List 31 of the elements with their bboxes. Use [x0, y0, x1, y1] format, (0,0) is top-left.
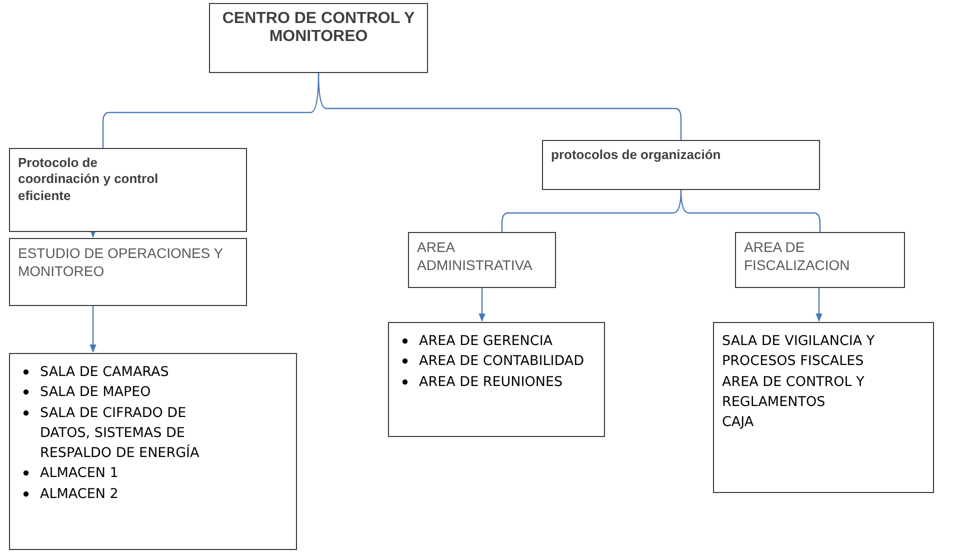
node-label: ESTUDIO DE OPERACIONES Y MONITOREO: [18, 245, 224, 280]
node-label: SALA DE VIGILANCIA Y PROCESOS FISCALES: [722, 332, 876, 372]
arrow: [90, 306, 96, 353]
node-label: AREA DE CONTROL Y REGLAMENTOS: [722, 372, 866, 412]
process-box: [9, 148, 247, 232]
process-box: [9, 238, 247, 306]
title-box: [209, 3, 428, 73]
list-box: [388, 322, 605, 437]
arrow: [478, 288, 486, 322]
brace-connector: [318, 73, 682, 140]
process-box: [542, 140, 820, 190]
list-item: ALMACEN 1: [40, 464, 120, 484]
node-label: AREA DE FISCALIZACION: [744, 239, 851, 274]
arrow: [816, 288, 822, 322]
list-box: [713, 322, 934, 493]
list-box: [9, 353, 297, 550]
process-box: [735, 232, 905, 288]
list-item: SALA DE MAPEO: [40, 383, 152, 402]
brace-connector: [680, 190, 821, 232]
list-item: SALA DE CAMARAS: [40, 363, 170, 382]
node-label: Protocolo de coordinación y control eficiente: [18, 155, 160, 204]
list-item: AREA DE REUNIONES: [419, 372, 564, 392]
node-label: protocolos de organización: [551, 147, 722, 164]
list-item: AREA DE CONTABILIDAD: [419, 352, 586, 372]
list-item: ALMACEN 2: [40, 484, 120, 504]
node-label: AREA ADMINISTRATIVA: [417, 239, 534, 274]
list-item: AREA DE GERENCIA: [419, 332, 554, 351]
node-label: CENTRO DE CONTROL Y MONITOREO: [221, 10, 416, 46]
process-box: [408, 232, 556, 288]
node-label: CAJA: [722, 413, 755, 432]
list-item: SALA DE CIFRADO DE DATOS, SISTEMAS DE RESPALDO DE ENERGÍA: [40, 404, 200, 463]
